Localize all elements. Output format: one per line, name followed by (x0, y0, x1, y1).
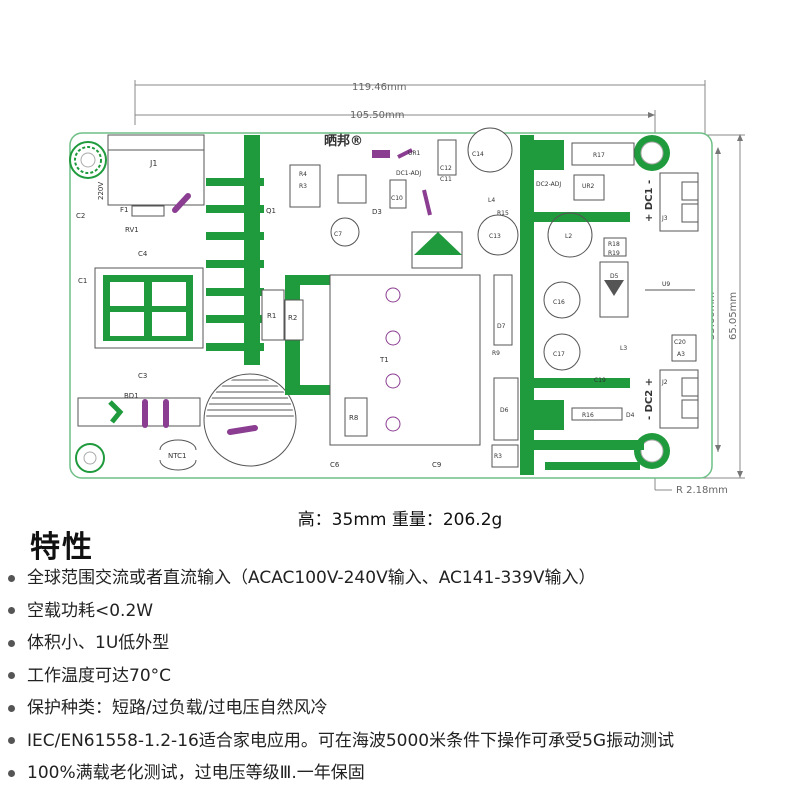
svg-text:L2: L2 (565, 233, 572, 240)
svg-text:C2: C2 (76, 212, 85, 220)
svg-text:U9: U9 (662, 281, 670, 288)
list-item: 100%满载老化测试，过电压等级Ⅲ.一年保固 (8, 757, 798, 790)
svg-text:T1: T1 (379, 356, 389, 364)
svg-text:R3: R3 (299, 183, 307, 190)
svg-text:D6: D6 (500, 407, 509, 414)
svg-text:- DC2 +: - DC2 + (644, 378, 655, 420)
features-title: 特性 (30, 530, 94, 565)
bridge-bd1: BD1 (77, 392, 201, 427)
svg-text:L3: L3 (620, 345, 627, 352)
svg-text:BD1: BD1 (124, 392, 139, 400)
svg-text:NTC1: NTC1 (168, 452, 186, 460)
svg-text:C14: C14 (472, 151, 484, 158)
connector-j2: J2 - DC2 + (644, 369, 699, 429)
emi-filter (94, 267, 204, 349)
svg-text:C1: C1 (78, 277, 87, 285)
list-item: 工作温度可达70°C (8, 660, 798, 693)
svg-text:D4: D4 (626, 412, 635, 419)
svg-text:C4: C4 (138, 250, 148, 258)
svg-text:C7: C7 (334, 231, 342, 238)
bullet-icon (8, 769, 15, 777)
svg-text:R3: R3 (494, 453, 502, 460)
features-list: 全球范围交流或者直流输入（ACAC100V-240V输入、AC141-339V输… (8, 562, 798, 790)
svg-text:D7: D7 (497, 323, 506, 330)
svg-text:RV1: RV1 (125, 226, 139, 234)
dim-hole-radius: R 2.18mm (676, 485, 728, 496)
svg-text:C11: C11 (440, 176, 452, 183)
svg-text:C16: C16 (553, 299, 565, 306)
pcb-diagram: 119.46mm 105.50mm 55.60mm 65.05mm R 2.18… (69, 80, 745, 496)
svg-text:C17: C17 (553, 351, 565, 358)
bullet-icon (8, 704, 15, 712)
svg-text:J2: J2 (661, 379, 668, 386)
spec-line: 高：35mm 重量：206.2g (297, 510, 503, 530)
heatsink-q1 (206, 135, 264, 365)
mounting-holes (69, 135, 670, 473)
svg-text:R15: R15 (497, 210, 509, 217)
svg-text:R18: R18 (608, 241, 620, 248)
list-item: 全球范围交流或者直流输入（ACAC100V-240V输入、AC141-339V输… (8, 562, 798, 595)
svg-text:R8: R8 (349, 414, 358, 422)
svg-text:D5: D5 (610, 273, 619, 280)
right-components: R17 DC2-ADJ UR2 L2 R18 R19 D5 C16 C17 L3… (536, 142, 697, 421)
list-item: 保护种类：短路/过负载/过电压自然风冷 (8, 692, 798, 725)
svg-text:J3: J3 (661, 215, 668, 222)
svg-text:C19: C19 (594, 377, 606, 384)
svg-text:C10: C10 (391, 195, 403, 202)
dim-height-total: 65.05mm (728, 292, 739, 340)
bulk-capacitor (203, 373, 297, 467)
dim-total-width: 119.46mm (352, 82, 406, 93)
svg-text:R19: R19 (608, 250, 620, 257)
svg-text:DC2-ADJ: DC2-ADJ (536, 181, 561, 188)
svg-text:+ DC1 -: + DC1 - (644, 180, 655, 222)
svg-text:C6: C6 (330, 461, 340, 469)
bullet-icon (8, 574, 15, 582)
svg-text:Q1: Q1 (266, 207, 276, 215)
svg-text:DC1-ADJ: DC1-ADJ (396, 170, 421, 177)
svg-text:UR2: UR2 (582, 183, 595, 190)
bullet-icon (8, 607, 15, 615)
svg-text:F1: F1 (120, 206, 128, 214)
svg-text:UR1: UR1 (408, 150, 421, 157)
svg-text:L4: L4 (488, 197, 495, 204)
bullet-icon (8, 672, 15, 680)
svg-text:C12: C12 (440, 165, 452, 172)
svg-text:C3: C3 (138, 372, 147, 380)
svg-text:J1: J1 (149, 159, 157, 168)
svg-text:C9: C9 (432, 461, 441, 469)
svg-text:220V: 220V (97, 182, 105, 200)
bullet-icon (8, 737, 15, 745)
pcb-board-drawing: 119.46mm 105.50mm 55.60mm 65.05mm R 2.18… (69, 80, 745, 496)
dim-inner-width: 105.50mm (350, 110, 404, 121)
svg-text:A3: A3 (677, 351, 685, 358)
svg-text:R16: R16 (582, 412, 594, 419)
svg-text:R4: R4 (299, 171, 307, 178)
ntc1: NTC1 (159, 439, 197, 471)
svg-text:C13: C13 (489, 233, 501, 240)
heatsink-right (520, 135, 644, 475)
top-mid-components: UR1 DC1-ADJ C12 C11 C14 R4 R3 D3 C7 C10 … (289, 127, 519, 468)
connector-j3: J3 + DC1 - (644, 172, 699, 232)
svg-text:D3: D3 (372, 208, 382, 216)
svg-text:R9: R9 (492, 350, 500, 357)
transformer-t1: T1 R1 R2 R8 C6 C9 (261, 274, 481, 469)
list-item: IEC/EN61558-1.2-16适合家电应用。可在海波5000米条件下操作可… (8, 725, 798, 758)
svg-text:R17: R17 (593, 152, 605, 159)
list-item: 空载功耗<0.2W (8, 595, 798, 628)
svg-text:R2: R2 (288, 314, 297, 322)
svg-text:C20: C20 (674, 339, 686, 346)
svg-text:R1: R1 (267, 312, 276, 320)
bullet-icon (8, 639, 15, 647)
jumpers (142, 193, 258, 435)
brand-logo: 晒邦® (324, 133, 363, 149)
list-item: 体积小、1U低外型 (8, 627, 798, 660)
